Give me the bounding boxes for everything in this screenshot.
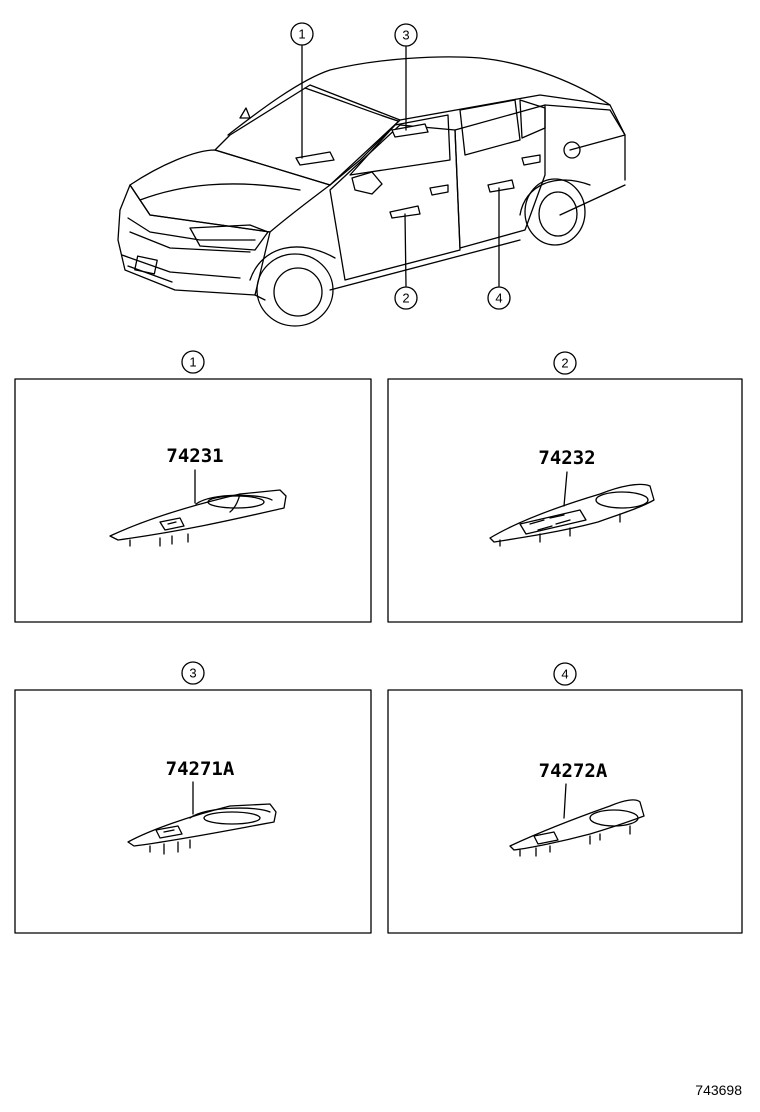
callout-car-1: 1 bbox=[290, 22, 314, 46]
car-front-wheel-rim bbox=[273, 267, 323, 317]
car-side-top bbox=[329, 94, 626, 186]
car-front-handle bbox=[429, 184, 449, 196]
switch-base-74271A bbox=[127, 803, 277, 855]
car-rear-wheel-arch bbox=[519, 179, 591, 216]
callout-car-1-label: 1 bbox=[298, 27, 305, 42]
car-rear-window bbox=[459, 99, 521, 156]
panel-4-callout bbox=[553, 662, 577, 686]
car-rear-deck bbox=[544, 104, 626, 151]
panel-4-leader bbox=[563, 783, 567, 819]
car-lower-grille bbox=[121, 254, 241, 283]
panel-4-frame bbox=[387, 689, 743, 934]
car-switch-loc-3 bbox=[391, 123, 429, 138]
panel-2-callout bbox=[553, 351, 577, 375]
switch-base-74231 bbox=[109, 489, 287, 547]
panel-2-leader bbox=[563, 471, 568, 507]
car-front-wheel bbox=[256, 253, 334, 327]
car-windshield-inner bbox=[304, 87, 399, 122]
callout-car-4-label: 4 bbox=[495, 291, 502, 306]
panel-1-part-number: 74231 bbox=[166, 445, 223, 467]
panel-1-frame bbox=[14, 378, 372, 623]
switch-base-74232 bbox=[489, 483, 655, 547]
diagram-id: 743698 bbox=[695, 1082, 742, 1098]
car-front-wheel-arch bbox=[249, 246, 336, 281]
panel-2: 2 74232 bbox=[387, 351, 743, 623]
panel-4-part-number: 74272A bbox=[539, 760, 608, 782]
panel-2-callout-label: 2 bbox=[561, 356, 568, 371]
panel-3: 3 74271A bbox=[14, 661, 372, 934]
callout-car-4: 4 bbox=[487, 286, 511, 310]
car-rear-door bbox=[454, 104, 546, 249]
car-rear-wheel-rim bbox=[538, 191, 578, 237]
panel-4-callout-label: 4 bbox=[561, 667, 568, 682]
car-front bbox=[117, 184, 271, 296]
car-switch-loc-2 bbox=[389, 205, 421, 219]
car-grille bbox=[127, 217, 256, 253]
leader-car-2 bbox=[404, 213, 407, 287]
car-front-door bbox=[329, 124, 461, 281]
panel-3-callout-label: 3 bbox=[189, 666, 196, 681]
callout-car-3: 3 bbox=[394, 23, 418, 47]
panel-3-part-number: 74271A bbox=[166, 758, 235, 780]
switch-base-74272A bbox=[509, 799, 645, 857]
car-headlight bbox=[189, 224, 269, 251]
panel-4: 4 74272A bbox=[387, 662, 743, 934]
car-hood-crease bbox=[139, 183, 301, 201]
panel-2-frame bbox=[387, 378, 743, 623]
car-antenna bbox=[239, 107, 251, 119]
car-rear-wheel bbox=[524, 178, 586, 246]
car-roof bbox=[227, 56, 611, 136]
panel-3-frame bbox=[14, 689, 372, 934]
panel-1-callout bbox=[181, 350, 205, 374]
panel-2-part-number: 74232 bbox=[538, 447, 595, 469]
panel-1: 1 74231 bbox=[14, 350, 372, 623]
callout-car-2: 2 bbox=[394, 286, 418, 310]
panel-3-callout bbox=[181, 661, 205, 685]
car-mirror bbox=[351, 171, 383, 195]
callout-car-3-label: 3 bbox=[402, 28, 409, 43]
panel-1-callout-label: 1 bbox=[189, 355, 196, 370]
car-switch-loc-1 bbox=[295, 151, 335, 166]
car-quarter-window bbox=[519, 99, 546, 139]
callout-car-2-label: 2 bbox=[402, 291, 409, 306]
car-illustration bbox=[117, 45, 626, 327]
car-front-window bbox=[349, 114, 451, 176]
car-fuel-cap bbox=[563, 141, 581, 159]
car-switch-loc-4 bbox=[487, 179, 515, 193]
car-windshield bbox=[214, 84, 401, 186]
car-plate bbox=[134, 255, 158, 275]
car-rear-handle bbox=[521, 154, 541, 166]
car-side-bottom bbox=[254, 184, 626, 301]
